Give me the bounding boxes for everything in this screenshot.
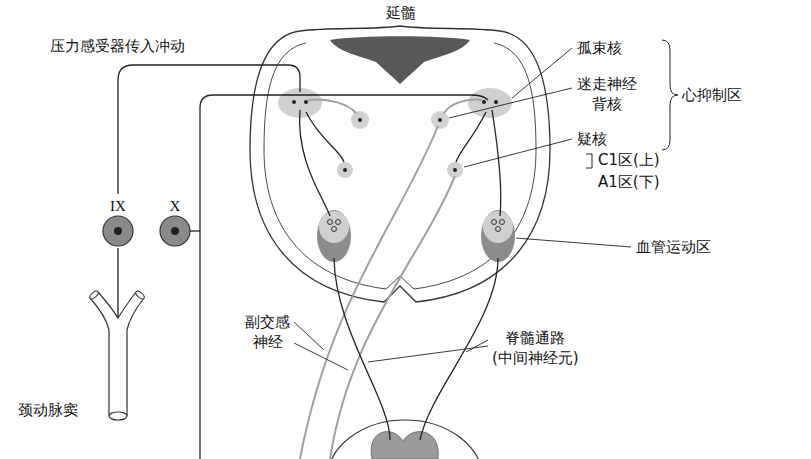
nucleus (431, 111, 449, 129)
bracket (662, 40, 678, 150)
nerve-ganglion: X (155, 196, 195, 248)
nerve-number: X (155, 196, 195, 216)
afferent-nerve (200, 95, 488, 459)
vasomotor-column (336, 220, 341, 225)
neuron-marker (304, 100, 308, 104)
vasomotor-column (483, 211, 513, 243)
structure-title: 延髓 (386, 3, 416, 23)
pathway-label: 压力感受器传入冲动 (50, 36, 185, 56)
neural-pathway (334, 258, 390, 440)
nucleus (447, 162, 463, 178)
vasomotor-column (492, 220, 497, 225)
leader-line (294, 322, 324, 350)
parasympathetic-fiber (308, 100, 356, 113)
nucleus-label: 孤束核 (577, 38, 622, 58)
vessel-end (135, 290, 146, 300)
area-label: C1区(上) (598, 150, 660, 170)
ganglion-circle (160, 216, 190, 246)
nucleus (337, 162, 353, 178)
neuron-marker (438, 118, 442, 122)
vasomotor-column (500, 220, 505, 225)
medulla-outline (250, 26, 550, 302)
nucleus (278, 88, 512, 178)
fourth-ventricle (330, 36, 470, 84)
nerve-fiber (117, 288, 118, 318)
ganglion-dot (171, 227, 179, 235)
vasomotor-column (317, 210, 351, 262)
neural-pathway (306, 112, 344, 162)
vasomotor-column (317, 210, 515, 262)
vasomotor-column (328, 220, 505, 232)
neuron-marker (453, 168, 457, 172)
vasomotor-column (332, 227, 337, 232)
nerve-ganglion: IX (98, 196, 138, 248)
vessel-end (89, 290, 100, 300)
leader-line (516, 238, 631, 247)
neuron-marker (292, 100, 498, 172)
leader-line (368, 346, 488, 362)
leader-line (294, 343, 348, 370)
structure-label: 颈动脉窦 (18, 400, 78, 420)
afferent-nerve (118, 65, 300, 194)
neural-pathway (492, 110, 501, 216)
fourth-ventricle (330, 36, 470, 84)
carotid-sinus: 颈动脉窦 (14, 288, 140, 430)
ganglion-circle (103, 216, 133, 246)
leader-line (449, 88, 572, 118)
vasomotor-column (496, 227, 501, 232)
nerve-number: IX (98, 196, 138, 216)
leader-line (464, 139, 572, 167)
parasympathetic-fiber (300, 126, 438, 459)
neural-pathway (420, 258, 498, 440)
nucleus (468, 88, 512, 118)
nucleus-label: 疑核 (577, 129, 607, 149)
region-label: 血管运动区 (636, 237, 711, 257)
neuron-marker (358, 118, 362, 122)
leader-line (294, 48, 631, 370)
spinal-cord (327, 420, 483, 459)
ganglion-dot (114, 227, 122, 235)
afferent-nerve (190, 230, 200, 231)
afferent-nerve (118, 65, 488, 459)
vasomotor-column (481, 210, 515, 262)
spinal-cord (327, 420, 483, 459)
neuron-marker (494, 100, 498, 104)
vasomotor-column (319, 211, 349, 243)
parasympathetic-fiber (330, 176, 455, 459)
nerve-connector (117, 248, 118, 288)
neural-pathway (456, 112, 486, 162)
region-label: 心抑制区 (682, 85, 742, 105)
nucleus (351, 111, 369, 129)
neural-pathway (300, 110, 501, 440)
area-label: A1区(下) (598, 172, 660, 192)
nucleus-label: 迷走神经 背核 (577, 74, 637, 115)
vasomotor-column (328, 220, 333, 225)
neuron-marker (482, 100, 486, 104)
medulla-outline (250, 26, 550, 302)
neuron-marker (292, 100, 296, 104)
neuron-marker (343, 168, 347, 172)
pathway-label: 副交感 神经 (245, 312, 290, 353)
vessel-wall (90, 292, 144, 416)
vessel-end (109, 412, 127, 420)
parasympathetic-fiber (300, 100, 482, 459)
pathway-label: 脊髓通路 (中间神经元) (492, 328, 579, 369)
bracket (586, 154, 592, 168)
spinal-cord (371, 432, 438, 459)
